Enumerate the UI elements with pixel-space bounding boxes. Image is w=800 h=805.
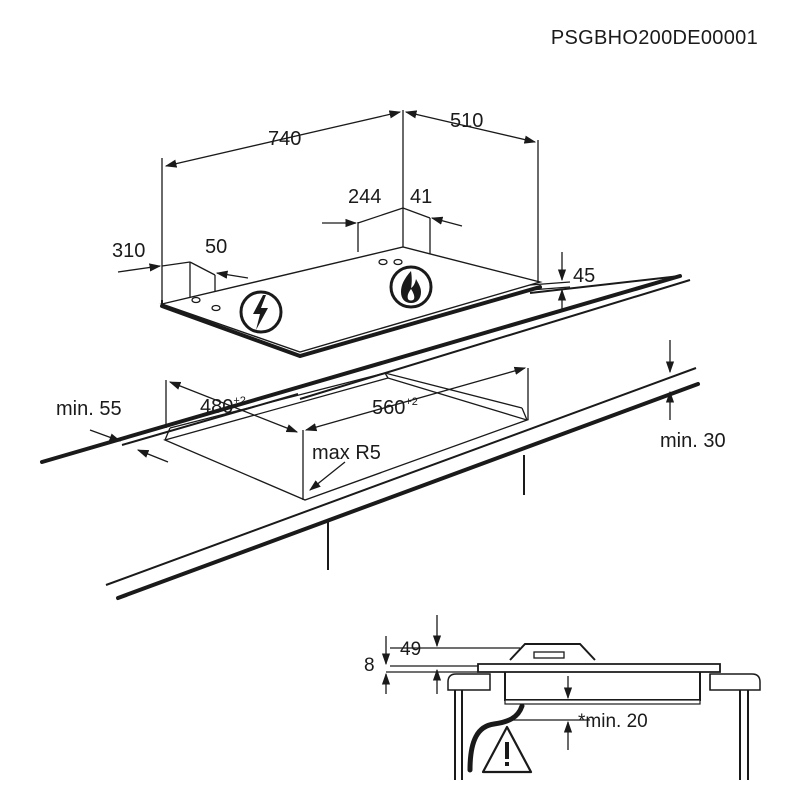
- dim-244-label: 244: [348, 186, 381, 208]
- max-radius-label: max R5: [312, 442, 381, 464]
- dim-width-label: 740: [268, 128, 301, 150]
- dim-310-label: 310: [112, 240, 145, 262]
- cutout-drawing: 480+2 560+2 min. 55 max R5 min. 30: [40, 274, 726, 600]
- dim-41-label: 41: [410, 186, 432, 208]
- min-side-distance-label: min. 30: [660, 430, 726, 452]
- hob-drawing: 740 510 244 41 310 50: [112, 110, 681, 359]
- section-drawing: 49 8 *min. 20: [364, 615, 761, 780]
- dim-45-label: 45: [573, 265, 595, 287]
- warning-icon: [481, 725, 533, 774]
- dim-depth-label: 510: [450, 110, 483, 132]
- min-front-distance-label: min. 55: [56, 398, 122, 420]
- document-code: PSGBHO200DE00001: [551, 27, 758, 49]
- dim-cut-width-label: 480+2: [200, 395, 246, 418]
- dim-50-label: 50: [205, 236, 227, 258]
- dim-8-label: 8: [364, 655, 375, 676]
- min-below-distance-label: *min. 20: [578, 711, 648, 732]
- electric-connection-icon: [239, 290, 283, 334]
- dim-49-label: 49: [400, 639, 421, 660]
- dim-cut-depth-label: 560+2: [372, 396, 418, 419]
- gas-flame-icon: [389, 265, 433, 309]
